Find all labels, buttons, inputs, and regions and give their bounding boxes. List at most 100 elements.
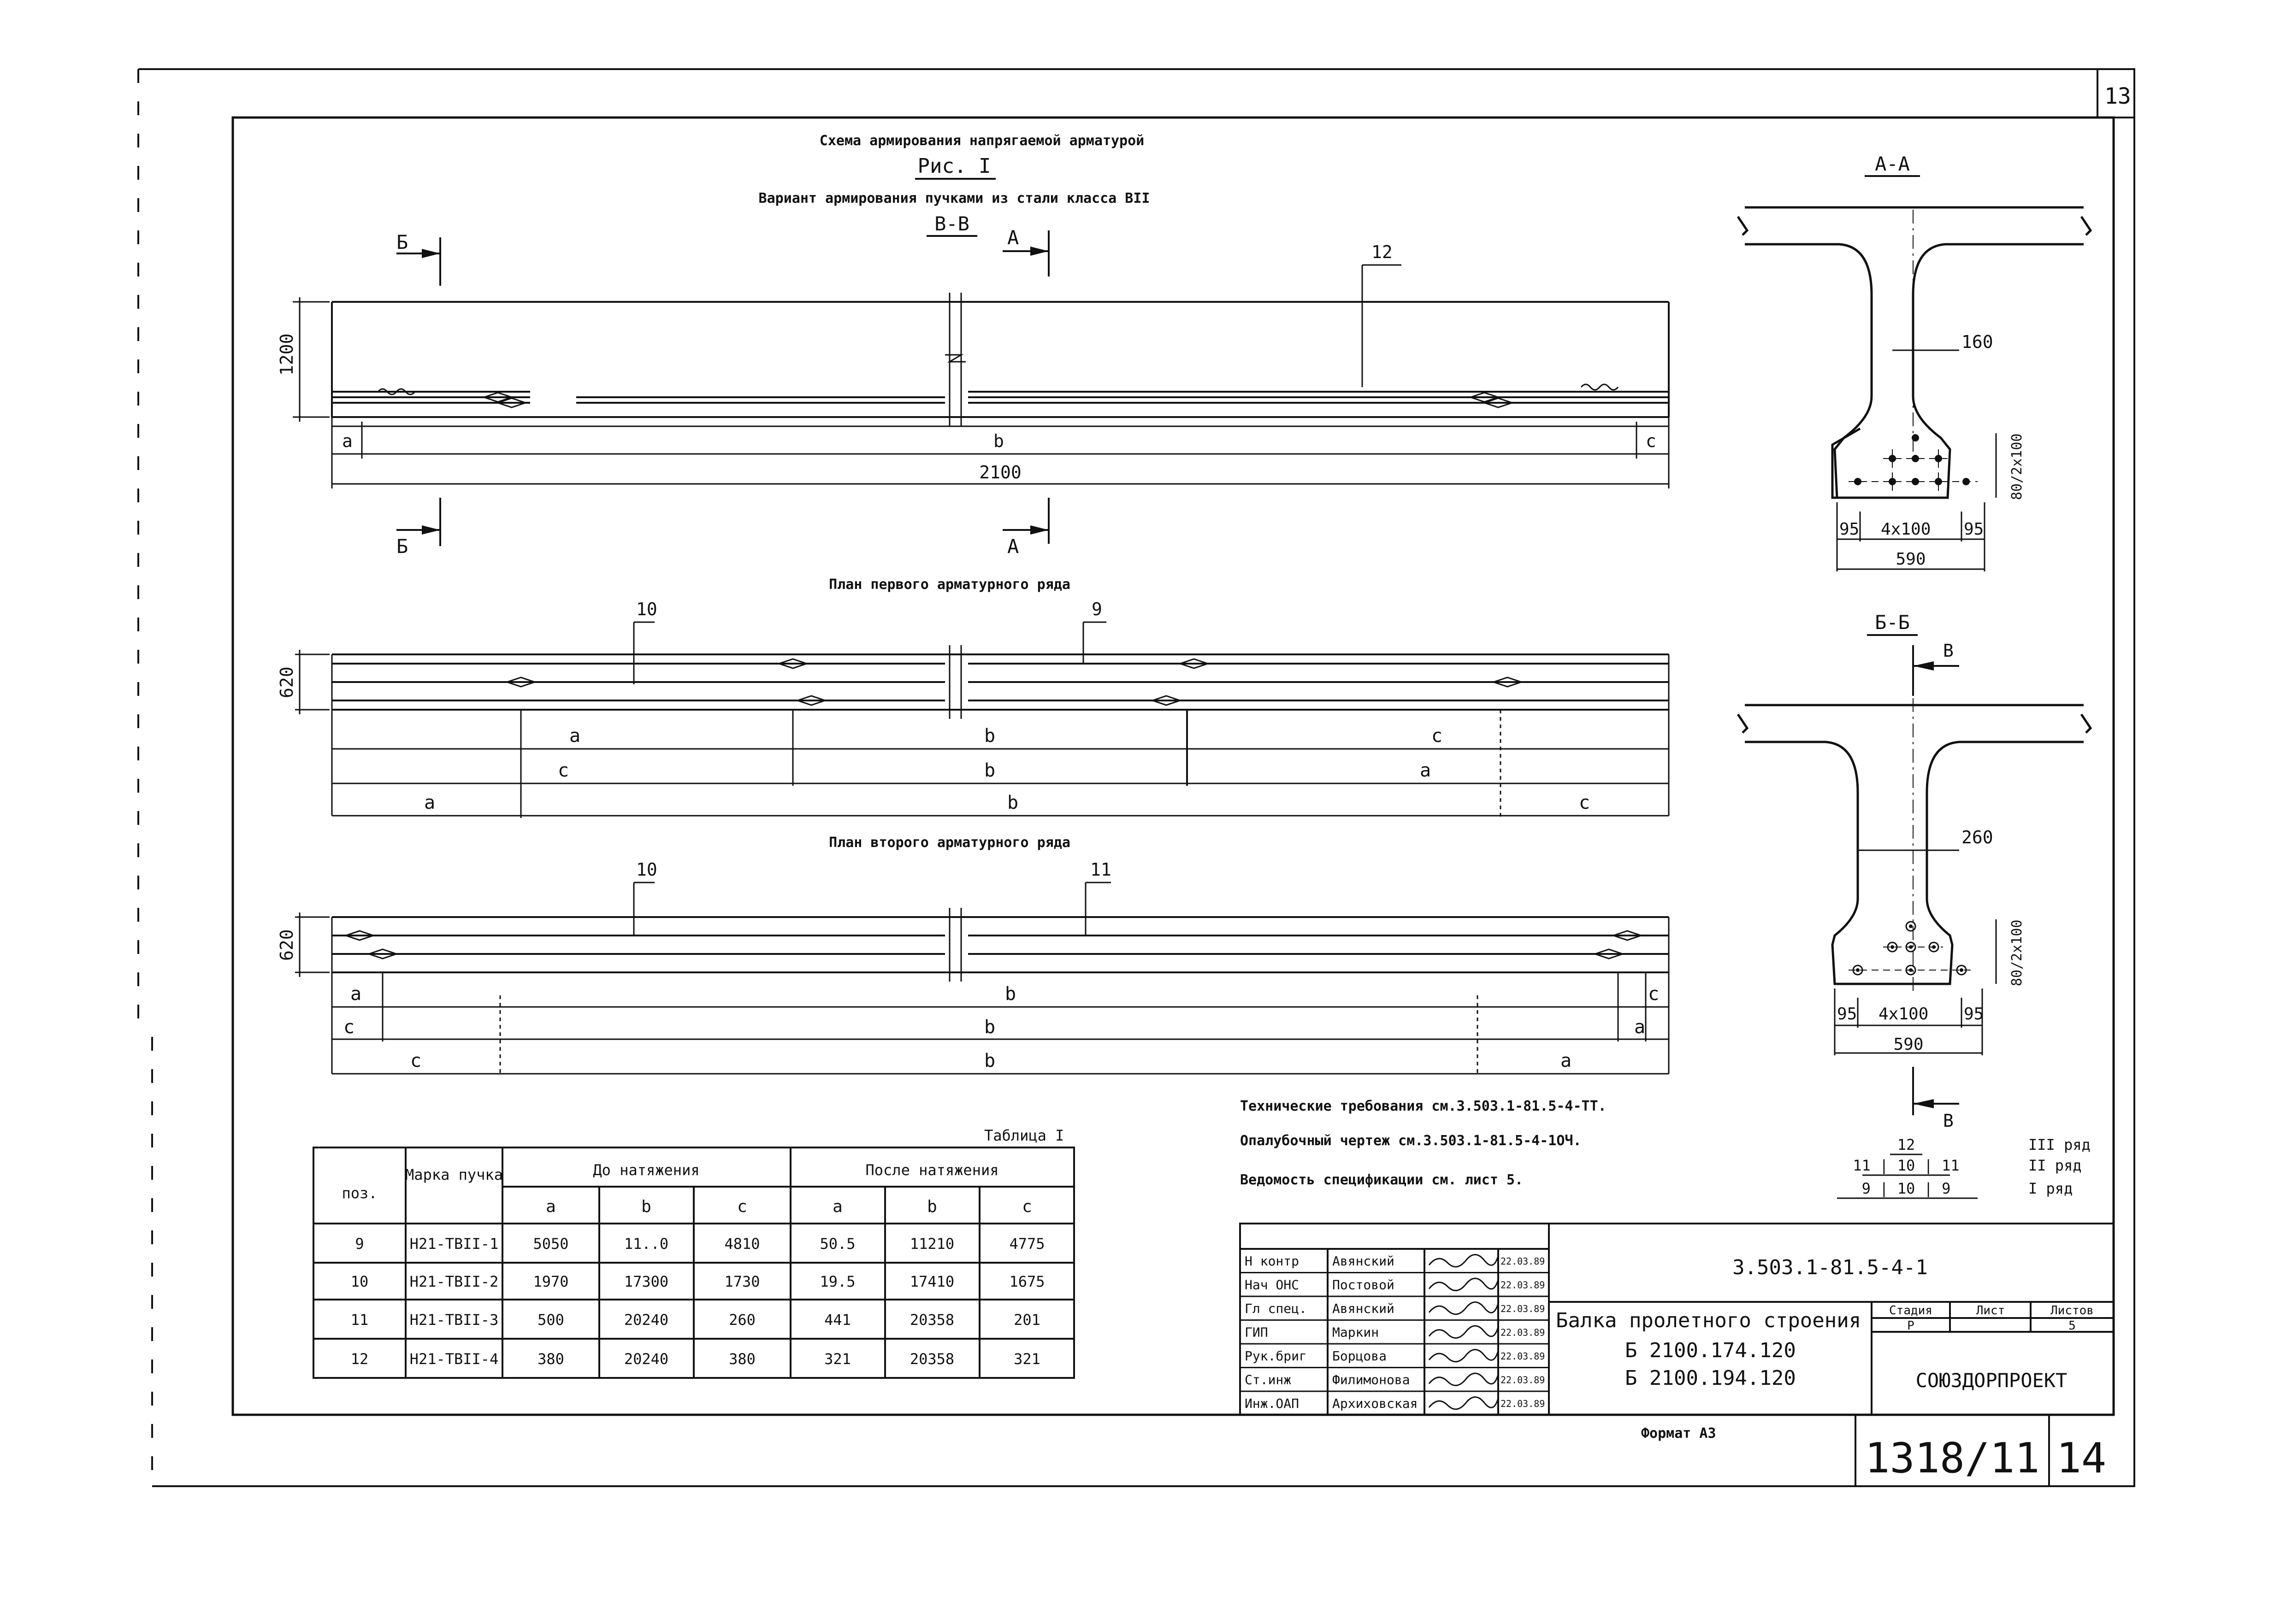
col-sheet: Лист	[1976, 1304, 2005, 1318]
plan2-title: План второго арматурного ряда	[829, 835, 1070, 851]
table-cell: 1730	[724, 1273, 760, 1290]
section-aa-vertical-dim: 80/2x100	[2009, 434, 2025, 500]
legend-row1-label: I ряд	[2028, 1180, 2073, 1197]
plan1-pos-10: 10	[636, 599, 657, 619]
col-stage: Стадия	[1889, 1304, 1932, 1318]
note-specification: Ведомость спецификации см. лист 5.	[1240, 1172, 1523, 1188]
legend-row2-label: II ряд	[2028, 1157, 2082, 1174]
table-subheader: b	[927, 1197, 937, 1216]
table-header-before: До натяжения	[593, 1161, 699, 1179]
section-mark-a-top: А	[1007, 226, 1019, 249]
plan2-pos-11: 11	[1090, 859, 1111, 880]
table-cell: Н21-ТВII-1	[410, 1235, 499, 1253]
plan2-dim-a-3: a	[1560, 1050, 1571, 1071]
sign-date: 22.03.89	[1500, 1280, 1545, 1291]
legend-row1-numbers: 9 | 10 | 9	[1862, 1180, 1951, 1197]
plan2-dim-c-3: c	[410, 1050, 421, 1071]
figure-label: Рис. I	[918, 154, 991, 178]
table-cell: Н21-ТВII-2	[410, 1273, 499, 1290]
section-vv-label: В-В	[934, 212, 969, 235]
beam-elevation: Б Б А А	[277, 226, 1670, 558]
title-line-1: Балка пролетного строения	[1556, 1309, 1861, 1332]
table-cell: 17300	[624, 1273, 668, 1290]
table-cell: 20240	[624, 1311, 668, 1329]
plan1-dim-620: 620	[277, 666, 297, 698]
table-cell: 5050	[533, 1235, 568, 1253]
role-label: Н контр	[1245, 1253, 1299, 1269]
table-cell: 321	[1014, 1350, 1040, 1368]
table-subheader: a	[833, 1197, 843, 1216]
plan2-dim-c-2: c	[343, 1017, 354, 1038]
sign-date: 22.03.89	[1500, 1327, 1545, 1338]
sign-date: 22.03.89	[1500, 1375, 1545, 1386]
sign-date: 22.03.89	[1500, 1398, 1545, 1409]
plan2-dim-b-1: b	[1005, 983, 1016, 1005]
table-cell: 11	[351, 1311, 369, 1329]
role-label: Ст.инж	[1245, 1372, 1291, 1388]
legend-row2-numbers: 11 | 10 | 11	[1853, 1157, 1959, 1174]
person-name: Маркин	[1332, 1325, 1379, 1340]
section-aa-width: 590	[1896, 550, 1926, 569]
table-cell: 9	[355, 1235, 364, 1253]
plan2-dim-a-1: a	[350, 983, 361, 1005]
table-cell: 500	[538, 1311, 564, 1329]
plan1-dim-a-3: a	[424, 792, 435, 813]
organization: СОЮЗДОРПРОЕКТ	[1916, 1369, 2068, 1392]
table-cell: 20358	[910, 1350, 954, 1368]
sheet-number-top: 13	[2104, 83, 2131, 109]
row-legend: 12 11 | 10 | 11 9 | 10 | 9 III ряд II ря…	[1837, 1136, 2091, 1199]
table-cell: 321	[824, 1350, 851, 1368]
table-cell: 1970	[533, 1273, 568, 1290]
legend-row3-numbers: 12	[1897, 1136, 1915, 1153]
signature-mark	[1428, 1325, 1499, 1339]
note-tech-requirements: Технические требования см.3.503.1-81.5-4…	[1240, 1098, 1607, 1114]
section-bb-95-left: 95	[1837, 1005, 1857, 1024]
person-name: Борцова	[1332, 1348, 1387, 1364]
col-sheets: Листов	[2050, 1304, 2094, 1318]
table-cell: 260	[729, 1311, 756, 1329]
table-cell: 10	[351, 1273, 369, 1290]
table-cell: 19.5	[820, 1273, 855, 1290]
dim-1200: 1200	[277, 333, 297, 376]
plan1-dim-a-1: a	[569, 725, 580, 747]
table-cell: 1675	[1009, 1273, 1045, 1290]
sign-date: 22.03.89	[1500, 1303, 1545, 1314]
table-subheader: b	[641, 1197, 651, 1216]
person-name: Постовой	[1332, 1277, 1394, 1293]
table-subheader: c	[737, 1197, 747, 1216]
dim-2100: 2100	[979, 462, 1022, 482]
plan1-dim-a-2: a	[1420, 760, 1431, 781]
plan1-title: План первого арматурного ряда	[829, 577, 1070, 593]
section-aa-web: 160	[1961, 332, 1993, 352]
plan1-dim-b-2: b	[984, 760, 995, 781]
table-cell: 380	[729, 1350, 756, 1368]
table-cell: 11..0	[624, 1235, 668, 1253]
plan1-dim-c-3: c	[1579, 792, 1590, 813]
section-bb-vertical-dim: 80/2x100	[2009, 920, 2025, 987]
table-1: Таблица I поз. Марка пучка До натяжения …	[313, 1127, 1075, 1379]
signature-mark	[1428, 1372, 1499, 1386]
section-aa-4x100: 4x100	[1881, 520, 1931, 539]
plan2-dim-c-1: c	[1648, 983, 1659, 1005]
plan-first-row: 10 9 620 a b c c b a a b c	[277, 599, 1670, 818]
table-subheader: c	[1022, 1197, 1032, 1216]
person-name: Авянский	[1332, 1253, 1394, 1269]
dim-a-elev: a	[342, 431, 353, 451]
table-caption: Таблица I	[984, 1127, 1064, 1144]
table-cell: 4775	[1009, 1235, 1045, 1253]
table-header-mark: Марка пучка	[405, 1166, 503, 1183]
table-cell: 4810	[724, 1235, 760, 1253]
section-aa-title: А-А	[1875, 153, 1910, 175]
format-label: Формат А3	[1641, 1425, 1716, 1442]
role-label: Рук.бриг	[1245, 1348, 1307, 1364]
sheet-number-bottom: 14	[2056, 1434, 2106, 1483]
table-cell: 380	[538, 1350, 564, 1368]
sheet-frame	[137, 68, 2135, 1487]
table-cell: 20358	[910, 1311, 954, 1329]
legend-row3-label: III ряд	[2028, 1136, 2091, 1153]
